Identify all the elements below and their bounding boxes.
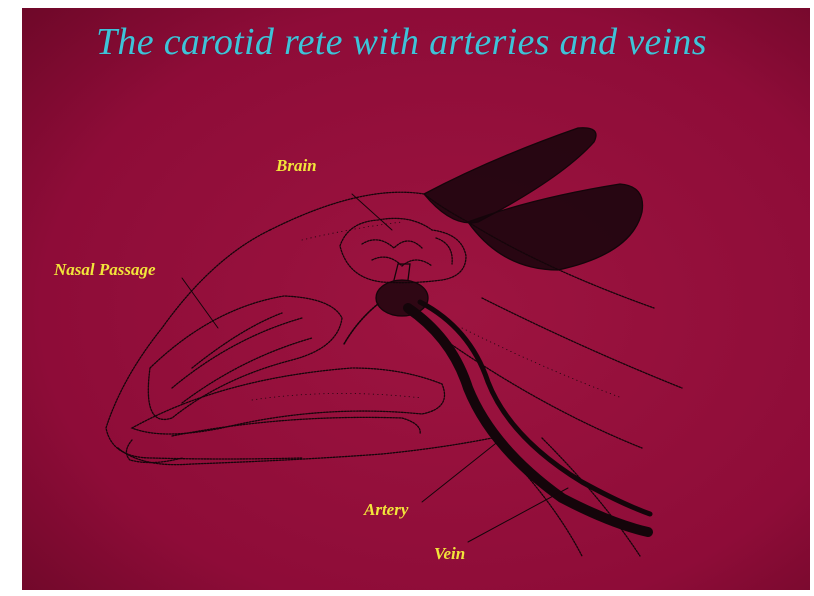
leader-artery	[422, 440, 500, 502]
label-nasal-passage: Nasal Passage	[54, 260, 156, 280]
stipple-cheek	[252, 393, 422, 400]
rete-feeder	[344, 304, 378, 344]
tongue	[172, 417, 420, 436]
nasal-passage	[148, 296, 342, 419]
stipple-crown	[302, 222, 402, 240]
stipple-neck	[462, 328, 622, 398]
palate	[132, 368, 445, 434]
brain-outline	[340, 218, 466, 282]
leader-nasal	[182, 278, 218, 328]
label-brain: Brain	[276, 156, 317, 176]
leader-vein	[468, 488, 568, 542]
label-artery: Artery	[364, 500, 408, 520]
nasal-turbinate-1	[172, 318, 302, 388]
nasal-turbinate-2	[182, 338, 312, 403]
brain-fold-1	[362, 240, 422, 248]
carotid-rete-diagram	[22, 8, 810, 590]
neck-upper	[482, 298, 682, 388]
nasal-turbinate-3	[192, 313, 282, 368]
brain-fold-2	[372, 257, 432, 266]
label-vein: Vein	[434, 544, 465, 564]
brain-fold-3	[436, 238, 452, 264]
chin-outline	[126, 440, 182, 463]
jaw-outline	[118, 438, 492, 465]
slide: The carotid rete with arteries and veins	[22, 8, 810, 590]
carotid-rete	[376, 280, 428, 316]
